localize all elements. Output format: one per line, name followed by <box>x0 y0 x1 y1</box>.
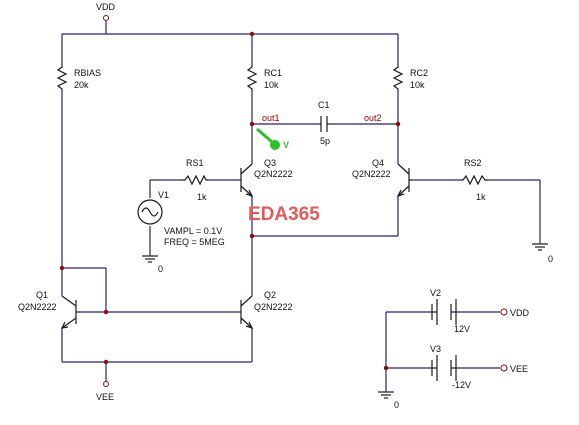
c1-capacitor[interactable]: C1 5p <box>318 100 330 146</box>
resistor-icon <box>56 64 68 92</box>
v2-supply[interactable]: V2 12V VDD <box>430 288 530 334</box>
q4-transistor[interactable]: Q4 Q2N2222 <box>352 158 412 198</box>
rc2-name: RC2 <box>410 68 428 78</box>
junction-dot <box>395 121 401 127</box>
vdd-rail-symbol[interactable]: VDD <box>96 2 116 21</box>
probe-stem-icon <box>256 127 273 144</box>
port-terminal-icon <box>500 364 508 372</box>
q2-model: Q2N2222 <box>254 302 293 312</box>
q2-transistor[interactable]: Q2 Q2N2222 <box>238 290 293 330</box>
junction-dot <box>383 365 389 371</box>
vee-rail-symbol[interactable]: VEE <box>96 381 114 403</box>
q4-name: Q4 <box>372 158 384 168</box>
resistor-icon <box>182 174 208 186</box>
vdd-terminal-icon <box>103 15 109 21</box>
wires <box>61 20 541 392</box>
port-terminal-icon <box>500 308 508 316</box>
v1-source[interactable]: V1 VAMPL = 0.1V FREQ = 5MEG <box>137 190 225 247</box>
v2-name: V2 <box>430 288 441 298</box>
rs2-name: RS2 <box>464 158 482 168</box>
v1-name: V1 <box>158 190 169 200</box>
rs1-resistor[interactable]: RS1 1k <box>182 158 208 202</box>
junction-dot <box>103 359 109 365</box>
rs1-name: RS1 <box>186 158 204 168</box>
resistor-icon <box>246 64 258 92</box>
vee-terminal-icon <box>103 381 109 387</box>
rs1-value: 1k <box>197 192 207 202</box>
rbias-name: RBIAS <box>74 68 101 78</box>
q1-model: Q2N2222 <box>18 302 57 312</box>
q3-name: Q3 <box>264 158 276 168</box>
rc2-resistor[interactable]: RC2 10k <box>392 64 428 92</box>
v3-supply[interactable]: V3 -12V VEE <box>430 344 528 390</box>
emitter-arrow-icon <box>245 321 254 330</box>
junctions <box>59 31 401 371</box>
q1-transistor[interactable]: Q1 Q2N2222 <box>18 290 80 329</box>
v3-value: -12V <box>452 380 471 390</box>
c1-name: C1 <box>318 100 330 110</box>
q4-model: Q2N2222 <box>352 169 391 179</box>
resistor-icon <box>460 174 488 186</box>
watermark-text: EDA365 <box>248 204 320 225</box>
v3-port-label: VEE <box>510 364 528 374</box>
voltage-probe[interactable]: V <box>256 127 289 150</box>
q2-name: Q2 <box>264 290 276 300</box>
rc2-value: 10k <box>410 80 425 90</box>
emitter-arrow-icon <box>245 189 254 198</box>
probe-label: V <box>283 140 289 150</box>
rc1-name: RC1 <box>264 68 282 78</box>
ground-label: 0 <box>548 254 553 264</box>
rbias-resistor[interactable]: RBIAS 20k <box>56 64 101 92</box>
rc1-resistor[interactable]: RC1 10k <box>246 64 282 92</box>
resistor-icon <box>392 64 404 92</box>
ground-label: 0 <box>158 264 163 274</box>
junction-dot <box>103 309 109 315</box>
v1-freq: FREQ = 5MEG <box>164 237 225 247</box>
junction-dot <box>249 31 255 37</box>
junction-dot <box>249 121 255 127</box>
v1-vampl: VAMPL = 0.1V <box>164 226 222 236</box>
probe-tip-icon <box>270 140 280 150</box>
ac-source-icon <box>137 199 163 225</box>
q3-transistor[interactable]: Q3 Q2N2222 <box>238 158 293 198</box>
v2-port-label: VDD <box>510 308 530 318</box>
junction-dot <box>59 265 65 271</box>
net-label-out1: out1 <box>262 113 280 123</box>
q1-name: Q1 <box>36 290 48 300</box>
v2-value: 12V <box>454 324 470 334</box>
ground-supplies[interactable]: 0 <box>378 391 399 410</box>
rbias-value: 20k <box>74 80 89 90</box>
rs2-value: 1k <box>476 192 486 202</box>
c1-value: 5p <box>320 136 330 146</box>
rs2-resistor[interactable]: RS2 1k <box>460 158 488 202</box>
v3-name: V3 <box>430 344 441 354</box>
ground-rs2[interactable]: 0 <box>532 243 553 264</box>
junction-dot <box>249 233 255 239</box>
q3-model: Q2N2222 <box>254 169 293 179</box>
vee-rail-label: VEE <box>96 392 114 402</box>
ground-label: 0 <box>394 400 399 410</box>
emitter-arrow-icon <box>60 321 69 329</box>
sine-wave-icon <box>141 207 159 217</box>
emitter-arrow-icon <box>396 189 405 198</box>
rc1-value: 10k <box>264 80 279 90</box>
net-label-out2: out2 <box>364 113 382 123</box>
vdd-rail-label: VDD <box>96 2 116 12</box>
ground-v1[interactable]: 0 <box>142 255 163 274</box>
